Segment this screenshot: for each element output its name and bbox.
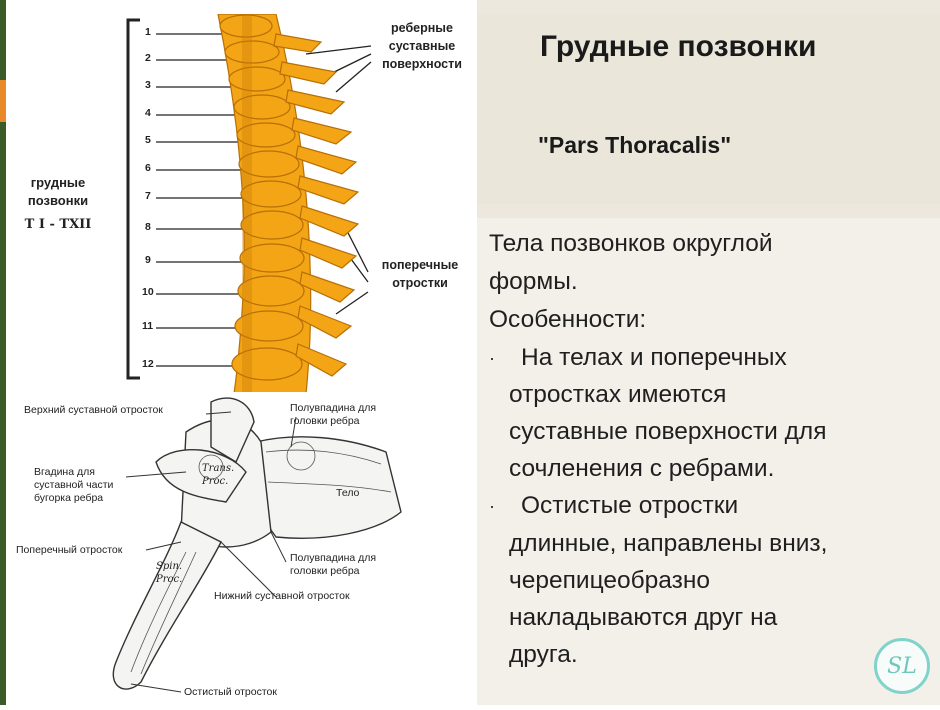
slide-subtitle: "Pars Thoracalis" — [538, 132, 732, 158]
orange-accent-tab — [0, 80, 6, 122]
spine-illustration: грудные позвонки T I - TXII 1 2 3 4 5 6 … — [6, 13, 477, 395]
vertebra-number: 2 — [145, 52, 151, 64]
spine-label-line: отростки — [392, 276, 448, 290]
spine-drawing — [126, 13, 372, 395]
vertebra-number: 5 — [145, 134, 151, 146]
spine-label-line: позвонки — [27, 193, 89, 208]
bullet-line: длинные, направлены вниз, — [509, 530, 828, 557]
slide-title: Грудные позвонки — [540, 30, 817, 63]
vertebra-number: 8 — [145, 221, 151, 233]
spine-label-costal: реберные суставные поверхности — [368, 19, 476, 73]
vertebra-number: 12 — [142, 358, 154, 370]
spine-label-line: суставные — [388, 39, 456, 53]
vertebra-label-line: Полувпадина для — [290, 402, 377, 414]
bullet-line: отростках имеются — [509, 381, 727, 408]
vertebra-number: 6 — [145, 162, 151, 174]
spine-label-transverse: поперечные отростки — [364, 256, 476, 292]
vertebra-label-line: головки ребра — [290, 565, 360, 577]
vertebra-label-line: Вгадина для — [34, 466, 95, 478]
vertebra-number: 4 — [145, 107, 151, 119]
bullet-line: черепицеобразно — [509, 567, 711, 594]
vertebra-label-line: бугорка ребра — [34, 492, 104, 504]
left-accent-strip — [0, 0, 6, 705]
body-line: формы. — [489, 268, 578, 295]
spine-label-line: поперечные — [381, 258, 459, 272]
bullet-line: накладываются друг на — [509, 604, 778, 631]
vertebra-number: 11 — [142, 320, 154, 332]
logo: SL — [874, 638, 930, 694]
vertebra-number: 7 — [145, 190, 151, 202]
vertebra-tag-line: Proc. — [202, 476, 229, 487]
bullet-line: сочленения с ребрами. — [509, 455, 775, 482]
vertebra-tag-line: Trans. — [202, 463, 235, 474]
vertebra-tag-spinous: Spin. Proc. — [156, 560, 182, 586]
body-line: Особенности: — [489, 306, 647, 333]
title-panel — [477, 14, 940, 204]
spine-label-line: поверхности — [382, 57, 462, 71]
vertebra-drawing — [112, 397, 402, 693]
bullet-line: На телах и поперечных — [521, 344, 787, 371]
vertebra-label-line: суставной части — [34, 479, 114, 491]
vertebra-label-body: Тело — [336, 487, 360, 499]
bullet-line: друга. — [509, 641, 578, 668]
vertebra-tag-line: Spin. — [156, 561, 183, 572]
body-line: Тела позвонков округлой — [489, 230, 773, 257]
vertebra-illustration: Верхний суставной отросток Полувпадина д… — [6, 392, 416, 705]
vertebra-label-superior-articular: Верхний суставной отросток — [24, 404, 163, 416]
vertebra-number: 9 — [145, 254, 151, 266]
vertebra-tag-line: Proc. — [156, 574, 183, 585]
text-panel — [477, 218, 940, 705]
bullet-line: Остистые отростки — [521, 492, 739, 519]
vertebra-label-line: Полувпадина для — [290, 552, 377, 564]
bullet-line: суставные поверхности для — [509, 418, 827, 445]
vertebra-label-lower-demifacet: Полувпадина для головки ребра — [290, 552, 376, 578]
vertebra-tag-transverse: Trans. Proc. — [202, 462, 234, 488]
spine-label-line: T I - TXII — [24, 217, 92, 232]
bullet-dot: · — [489, 348, 495, 368]
vertebra-label-transverse-process: Поперечный отросток — [16, 544, 123, 556]
spine-label-line: реберные — [391, 21, 453, 35]
vertebra-number: 1 — [145, 26, 151, 38]
spine-label-thoracic: грудные позвонки T I - TXII — [12, 174, 104, 234]
vertebra-label-transverse-facet: Вгадина для суставной части бугорка ребр… — [34, 466, 113, 505]
vertebra-label-inferior-articular: Нижний суставной отросток — [214, 590, 350, 602]
vertebra-number: 10 — [142, 286, 154, 298]
vertebra-number: 3 — [145, 79, 151, 91]
vertebra-label-upper-demifacet: Полувпадина для головки ребра — [290, 402, 376, 428]
bullet-dot: · — [489, 496, 495, 516]
vertebra-label-spinous: Остистый отросток — [184, 686, 277, 698]
vertebra-label-line: головки ребра — [290, 415, 360, 427]
spine-label-line: грудные — [30, 175, 86, 190]
